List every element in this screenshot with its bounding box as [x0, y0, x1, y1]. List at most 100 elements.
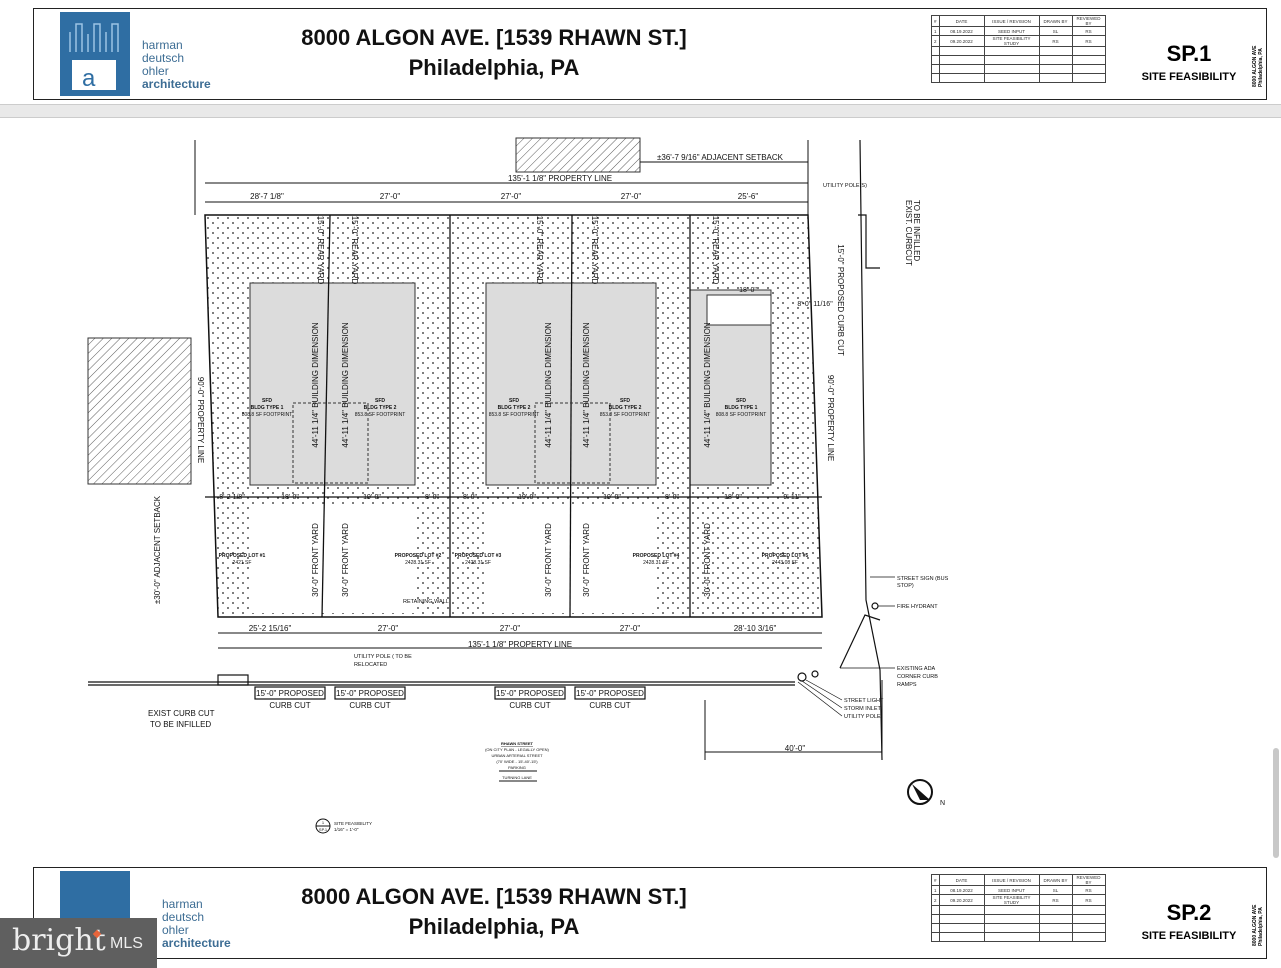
rev-header: DATE [938, 874, 985, 886]
exist-curb-cut-label: TO BE INFILLED [912, 200, 921, 261]
dim-label: 27'-0" [621, 192, 642, 201]
utility-pole-note: UTILITY POLE ( TO BE [354, 654, 412, 660]
rear-yard-label: 15'-0" REAR YARD [711, 216, 720, 285]
rev-cell: 08.19.2022 [938, 885, 985, 895]
dim-label: 27'-0" [620, 624, 641, 633]
dim-label: 19'-0" [518, 494, 536, 501]
site-plan: 135'-1 1/8" PROPERTY LINE ±36'-7 9/16" A… [87, 137, 949, 834]
rev-cell: 09.20.2022 [938, 894, 985, 906]
rear-yard-label: 15'-0" REAR YARD [535, 216, 544, 285]
street-note: PARKING [508, 765, 526, 770]
view-tag: 1 SP.1 SITE FEASIBILITY 1/16" = 1'-0" [315, 818, 372, 834]
building-footprint [706, 294, 772, 326]
lot-area: 2428.31 SF [643, 560, 669, 566]
page-separator [0, 104, 1281, 118]
dim-label: 8'-0" 11/16" [797, 301, 833, 308]
rev-cell: SITE FEASIBILITY STUDY [983, 35, 1040, 47]
firm-line: harman [162, 897, 203, 911]
building-dimension-label: 44'-11 1/4" BUILDING DIMENSION [582, 322, 591, 447]
exist-curb-cut-label: EXIST. CURBCUT [904, 200, 913, 266]
svg-text:a: a [82, 65, 96, 92]
rear-yard-label: 15'-0" REAR YARD [350, 216, 359, 285]
dim-label: 27'-0" [380, 192, 401, 201]
project-title: 8000 ALGON AVE. [1539 RHAWN ST.] [301, 884, 687, 909]
utility-pole-note: RELOCATED [354, 662, 387, 668]
street-note: STOP) [897, 583, 914, 589]
lot-name: PROPOSED LOT #4 [633, 553, 680, 559]
project-title: 8000 ALGON AVE. [1539 RHAWN ST.] [301, 25, 687, 50]
building-footprint-area: 808.8 SF FOOTPRINT [242, 412, 293, 418]
rev-header: # [931, 874, 940, 886]
dim-label: 28'-7 1/8" [250, 192, 284, 201]
dim-label: 18'-0" [739, 287, 757, 294]
rev-cell: 2 [931, 35, 940, 47]
lot-name: PROPOSED LOT #3 [455, 553, 502, 559]
adjacent-building-left [87, 337, 192, 485]
rev-header: DATE [938, 15, 985, 27]
street-note: CORNER CURB [897, 674, 938, 680]
street-note: TURNING LANE [502, 775, 532, 780]
building-footprint-area: 853.8 SF FOOTPRINT [489, 412, 540, 418]
sheet-name: SITE FEASIBILITY [1141, 71, 1237, 83]
street-note: STREET LIGHT [844, 698, 884, 704]
retaining-wall-label: RETAINING WALL [403, 599, 449, 605]
rev-cell: SL [1038, 885, 1073, 895]
curb-cut-label: CURB CUT [509, 701, 550, 710]
sheet-number: SP.2 [1166, 900, 1212, 925]
watermark-suffix: MLS [110, 935, 143, 952]
curb-cut-label: CURB CUT [269, 701, 310, 710]
building-footprint [249, 282, 416, 486]
dim-label: 25'-2 15/16" [249, 624, 292, 633]
firm-name: harman deutsch ohler architecture [142, 39, 211, 91]
left-property-line-label: 90'-0" PROPERTY LINE [196, 377, 205, 463]
bright-mls-watermark: bright MLS [0, 918, 157, 968]
rev-cell: 1 [931, 885, 940, 895]
dim-label: 19'-0" [603, 494, 621, 501]
utility-poles-note: UTILITY POLE(S) [823, 183, 867, 189]
building-type: SFD [375, 398, 385, 404]
adjacent-setback-left-label: ±30'-0" ADJACENT SETBACK [153, 495, 162, 604]
title-block: a harman deutsch ohler architecture 8000… [33, 8, 1267, 100]
front-yard-label: 30'-0" FRONT YARD [582, 523, 591, 597]
rev-header: DRAWN BY [1038, 15, 1073, 27]
rev-cell: RS [1038, 894, 1073, 906]
firm-line: architecture [162, 936, 231, 950]
street-note: (ON CITY PLAN - LEGALLY OPEN) [485, 747, 549, 752]
building-name: BLDG TYPE 2 [364, 405, 397, 411]
firm-line: deutsch [162, 910, 205, 924]
scrollbar[interactable] [1273, 748, 1279, 858]
sheet-sp1-title: a harman deutsch ohler architecture 8000… [0, 0, 1281, 104]
watermark-brand: bright [12, 923, 106, 958]
lot-area: 2428.31 SF [405, 560, 431, 566]
rev-cell: SEED INPUT [983, 26, 1040, 36]
front-yard-lot1 [250, 505, 415, 613]
lot-name: PROPOSED LOT #5 [762, 553, 809, 559]
rev-cell: SITE FEASIBILITY STUDY [983, 894, 1040, 906]
dim-label: 27'-0" [378, 624, 399, 633]
dim-label: 18'-0" [724, 494, 742, 501]
firm-logo: a [60, 12, 130, 96]
curb-cut-label: 15'-0" PROPOSED [256, 689, 324, 698]
rev-cell: 2 [931, 894, 940, 906]
street-note: (70' WIDE - 15'-40'-15') [496, 759, 538, 764]
street-note: STORM INLET [844, 706, 882, 712]
rear-yard-label: 15'-0" REAR YARD [316, 216, 325, 285]
curb-cut-label: CURB CUT [589, 701, 630, 710]
logo-mark-icon: a [69, 23, 119, 92]
dim-label: 8'-0" [463, 494, 477, 501]
curb-cut-label: 15'-0" PROPOSED [576, 689, 644, 698]
exist-curb-cut-label: EXIST CURB CUT [148, 709, 215, 718]
rev-header: DRAWN BY [1038, 874, 1073, 886]
building-type: SFD [262, 398, 272, 404]
sheet-number: SP.1 [1166, 41, 1212, 66]
front-yard-label: 30'-0" FRONT YARD [341, 523, 350, 597]
street-width-label: 40'-0" [785, 744, 806, 753]
project-city: Philadelphia, PA [408, 55, 580, 80]
rev-cell: RS [1071, 26, 1106, 36]
